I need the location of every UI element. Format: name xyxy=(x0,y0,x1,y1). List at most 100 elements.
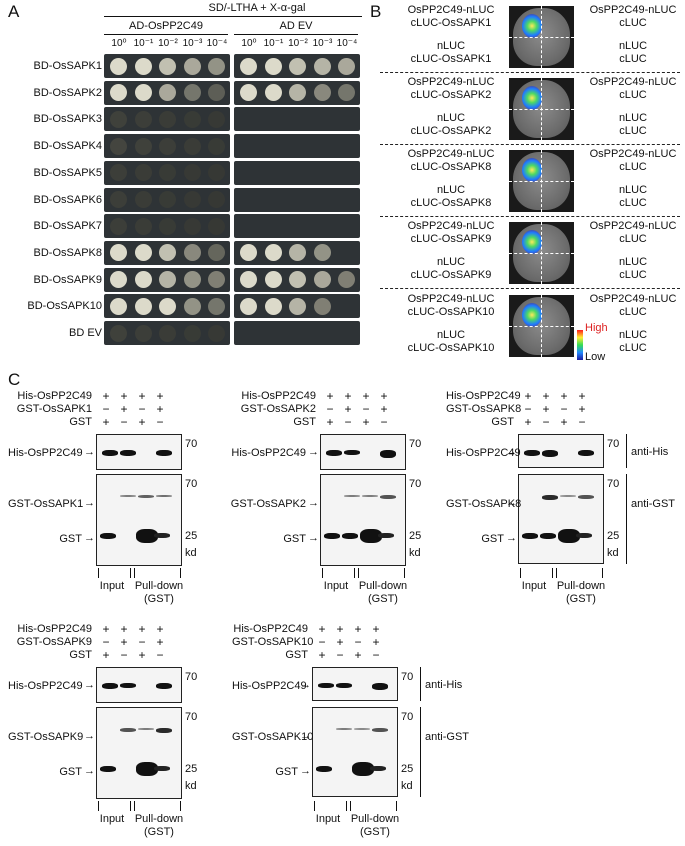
strain-label: BD-OsSAPK1 xyxy=(33,60,102,72)
bracket xyxy=(322,568,323,578)
dilution-label: 10⁻⁴ xyxy=(336,38,358,49)
anti-gst-blot xyxy=(320,474,406,566)
plate-strip xyxy=(234,214,360,239)
band xyxy=(336,683,352,688)
colony-spot xyxy=(134,57,152,75)
colony-spot xyxy=(110,164,127,182)
band xyxy=(156,495,172,497)
input-label: Input xyxy=(521,580,547,592)
sapk-band-label: GST-OsSAPK8 xyxy=(446,498,522,510)
lane-sign: − xyxy=(138,635,146,649)
band xyxy=(372,728,388,732)
colony-spot xyxy=(183,84,201,102)
lane-sign: − xyxy=(578,415,586,429)
band xyxy=(136,529,158,543)
band xyxy=(326,450,342,456)
pulldown-label: Pull-down xyxy=(358,580,408,592)
luc-label-bl: cLUC-OsSAPK9 xyxy=(410,269,492,281)
band xyxy=(372,683,388,690)
colony-spot xyxy=(183,57,201,75)
his-row-label: His-OsPP2C49 xyxy=(446,390,521,402)
bracket xyxy=(134,801,135,811)
mw-25: 25 xyxy=(185,530,198,542)
his-row-label: His-OsPP2C49 xyxy=(241,390,316,402)
lane-sign: − xyxy=(102,635,110,649)
lane-sign: + xyxy=(120,635,128,649)
lane-sign: + xyxy=(336,635,344,649)
mw-70: 70 xyxy=(185,711,198,723)
lane-sign: + xyxy=(524,389,532,403)
band xyxy=(354,728,370,730)
lane-sign: + xyxy=(354,648,362,662)
band xyxy=(154,533,170,538)
band xyxy=(138,495,154,498)
colony-spot xyxy=(110,84,127,102)
mw-70: 70 xyxy=(409,478,422,490)
lane-sign: + xyxy=(326,415,334,429)
bracket xyxy=(130,801,131,811)
colony-spot xyxy=(110,217,127,235)
mw-70: 70 xyxy=(185,671,198,683)
colony-spot xyxy=(110,191,127,208)
colony-spot xyxy=(159,244,176,262)
plate-strip xyxy=(104,134,230,159)
lane-sign: − xyxy=(156,648,164,662)
quadrant-divider xyxy=(541,295,542,357)
colony-spot xyxy=(134,217,152,235)
anti-his-blot xyxy=(96,434,182,470)
his-band-label: His-OsPP2C49 xyxy=(8,680,83,692)
lane-sign: − xyxy=(354,635,362,649)
luc-label-br: nLUC xyxy=(618,184,648,196)
input-label: Input xyxy=(323,580,349,592)
colony-spot xyxy=(240,57,257,75)
lane-sign: + xyxy=(318,622,326,636)
plate-strip xyxy=(234,107,360,132)
lane-sign: + xyxy=(344,389,352,403)
luc-label-br: cLUC xyxy=(619,342,647,354)
dilution-label: 10⁻³ xyxy=(312,38,333,49)
lane-sign: + xyxy=(102,622,110,636)
pulldown-sub-label: (GST) xyxy=(566,593,596,605)
strain-label: BD-OsSAPK7 xyxy=(33,220,102,233)
kd-label: kd xyxy=(185,780,197,792)
arrow: → xyxy=(84,679,95,691)
colony-spot xyxy=(264,244,282,262)
kd-label: kd xyxy=(401,780,413,792)
arrow: → xyxy=(506,446,517,458)
band xyxy=(154,766,170,771)
luminescence-signal xyxy=(522,86,542,110)
strain-label: BD-OsSAPK9 xyxy=(33,273,102,286)
lane-sign: + xyxy=(156,389,164,403)
luminescence-signal xyxy=(522,303,542,327)
lane-sign: − xyxy=(102,402,110,416)
colony-spot xyxy=(134,271,152,289)
plate-strip xyxy=(234,240,360,265)
arrow: → xyxy=(84,532,95,544)
colony-spot xyxy=(313,84,331,102)
lane-sign: + xyxy=(362,415,370,429)
quadrant-divider xyxy=(541,150,542,212)
luc-label-tr: cLUC xyxy=(619,233,647,245)
colony-spot xyxy=(110,110,127,128)
mw-70: 70 xyxy=(185,438,198,450)
band xyxy=(542,495,558,500)
lane-sign: − xyxy=(336,648,344,662)
colony-spot xyxy=(208,110,225,128)
band xyxy=(138,728,154,730)
sapk-row-label: GST-OsSAPK9 xyxy=(16,636,92,648)
lane-sign: + xyxy=(578,389,586,403)
colony-spot xyxy=(183,244,201,262)
lane-sign: − xyxy=(362,402,370,416)
luc-label-bl: nLUC xyxy=(436,329,466,341)
colony-spot xyxy=(134,164,152,182)
colony-spot xyxy=(134,191,152,208)
colony-spot xyxy=(208,244,225,262)
colony-spot xyxy=(159,57,176,75)
luminescence-signal xyxy=(522,230,542,254)
band xyxy=(360,529,382,543)
mw-70: 70 xyxy=(401,671,414,683)
anti-his-blot xyxy=(312,667,398,701)
plate-strip xyxy=(104,54,230,78)
band xyxy=(560,495,576,497)
colony-spot xyxy=(183,110,201,128)
